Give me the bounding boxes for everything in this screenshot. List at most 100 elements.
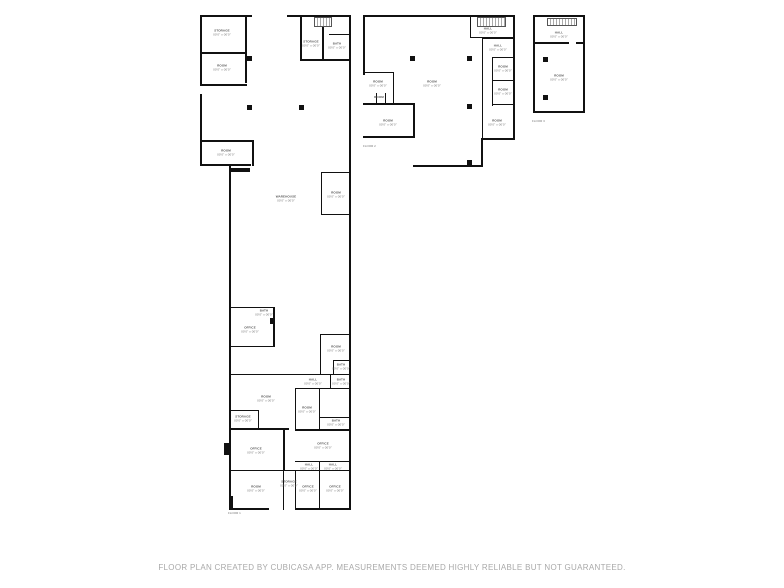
- wall: [295, 508, 351, 510]
- wall: [283, 429, 285, 471]
- wall: [287, 15, 351, 17]
- column: [543, 57, 548, 62]
- wall: [229, 496, 233, 508]
- wall: [492, 57, 493, 106]
- wall: [385, 93, 386, 104]
- wall: [319, 388, 320, 430]
- stairs: [477, 17, 506, 27]
- wall: [245, 15, 247, 83]
- floor-label: FLOOR 1: [228, 511, 241, 515]
- wall: [229, 168, 250, 172]
- wall: [481, 138, 515, 140]
- wall: [363, 72, 393, 73]
- column: [467, 104, 472, 109]
- wall: [482, 37, 483, 138]
- stairs: [547, 18, 577, 26]
- floor-label: FLOOR 2: [363, 144, 376, 148]
- wall: [413, 103, 415, 138]
- wall: [322, 26, 324, 60]
- wall: [349, 15, 351, 510]
- wall: [321, 214, 351, 215]
- wall: [270, 318, 274, 324]
- wall: [319, 417, 351, 418]
- wall: [229, 470, 351, 471]
- wall: [300, 17, 302, 60]
- wall: [533, 15, 585, 17]
- column: [410, 56, 415, 61]
- column: [467, 56, 472, 61]
- wall: [492, 80, 515, 81]
- wall: [229, 374, 351, 375]
- wall: [229, 307, 274, 308]
- wall: [300, 59, 351, 61]
- wall: [413, 165, 483, 167]
- wall: [320, 334, 321, 374]
- column: [467, 160, 472, 165]
- wall: [533, 111, 585, 113]
- wall: [492, 104, 515, 105]
- wall: [295, 388, 351, 389]
- wall: [229, 165, 231, 510]
- wall: [363, 103, 415, 105]
- wall: [376, 93, 377, 104]
- wall: [363, 136, 414, 138]
- wall: [224, 443, 230, 455]
- floor-label: FLOOR 3: [532, 119, 545, 123]
- wall: [363, 15, 365, 75]
- wall: [295, 388, 296, 430]
- wall: [393, 72, 394, 104]
- room-label: ROOM: [374, 95, 384, 100]
- wall: [258, 410, 259, 428]
- wall: [283, 470, 284, 510]
- wall: [363, 15, 515, 17]
- wall: [576, 42, 585, 44]
- wall: [583, 15, 585, 113]
- column: [247, 105, 252, 110]
- wall: [320, 334, 351, 335]
- wall: [200, 84, 247, 86]
- wall: [533, 15, 535, 113]
- column: [299, 105, 304, 110]
- wall: [470, 15, 471, 37]
- wall: [533, 42, 569, 44]
- column: [543, 95, 548, 100]
- wall: [513, 15, 515, 140]
- wall: [229, 508, 269, 510]
- wall: [273, 307, 275, 347]
- wall: [321, 172, 322, 215]
- wall: [200, 15, 252, 17]
- wall: [200, 94, 202, 166]
- column: [247, 56, 252, 61]
- wall: [252, 140, 254, 166]
- wall: [200, 15, 202, 85]
- wall: [295, 470, 296, 510]
- wall: [200, 140, 254, 142]
